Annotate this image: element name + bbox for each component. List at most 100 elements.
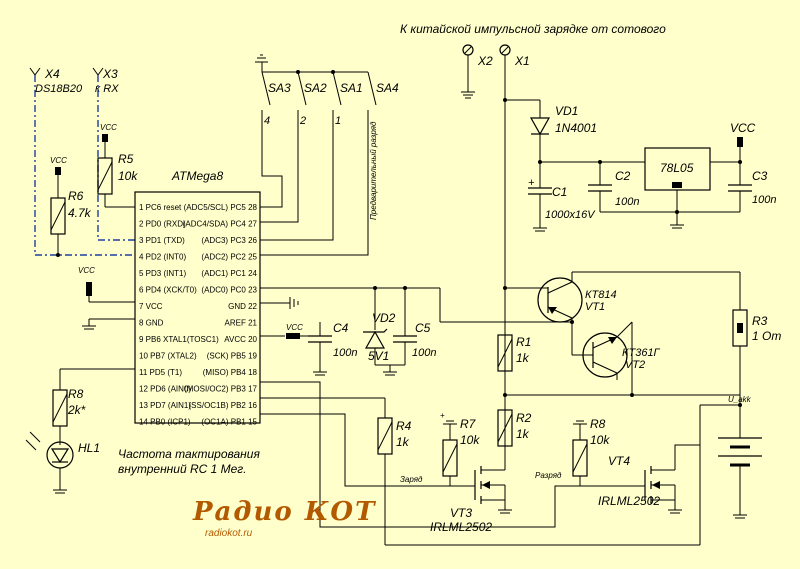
r4-value: 1k xyxy=(396,435,410,449)
mcu-right-pin: (ADC0) PC0 23 xyxy=(201,286,257,295)
capacitor-c2: C2 100n xyxy=(588,169,639,208)
vt1-name: VT1 xyxy=(585,301,605,313)
connector-x3: X3 к RX xyxy=(92,67,119,95)
connector-x4: X4 DS18B20 xyxy=(29,67,83,95)
x4-sub: DS18B20 xyxy=(35,83,83,95)
vcc-top-label: VCC xyxy=(730,121,756,135)
preliminary-discharge: Предварительный разряд xyxy=(369,121,378,220)
mcu-right-pin: (ADC2) PC2 25 xyxy=(201,253,257,262)
mcu-name: ATMega8 xyxy=(171,169,223,183)
mcu-right-pin: AREF 21 xyxy=(225,319,258,328)
mcu-left-pin: 9 PB6 XTAL1(TOSC1) xyxy=(139,335,219,344)
r8a-value: 2k* xyxy=(67,403,86,417)
r2-value: 1k xyxy=(516,427,530,441)
logo-text: Радио КОТ xyxy=(192,497,376,527)
c5-label: C5 xyxy=(415,321,431,335)
diode-vd1: VD1 1N4001 xyxy=(529,104,597,136)
r7-label: R7 xyxy=(460,417,477,431)
c3-label: C3 xyxy=(752,169,768,183)
sa4-label: SA4 xyxy=(376,81,399,95)
x3-label: X3 xyxy=(102,67,118,81)
c2-label: C2 xyxy=(615,169,631,183)
resistor-r4: R4 1k xyxy=(377,417,412,455)
mosfet-vt3: VT3 IRLML2502 xyxy=(430,466,505,534)
charge-label: Заряд xyxy=(400,475,423,484)
mcu-right-pin: (SS/OC1B) PB2 16 xyxy=(189,401,258,410)
sw-wire-2: 2 xyxy=(299,115,306,127)
led-hl1: HL1 xyxy=(25,431,100,469)
vd1-label: VD1 xyxy=(555,104,578,118)
switch-sa2[interactable]: SA2 xyxy=(297,71,327,106)
mcu-right-pin: (ADC1) PC1 24 xyxy=(201,269,257,278)
vt3-label: VT3 xyxy=(450,506,472,520)
vt2-name: VT2 xyxy=(625,359,645,371)
r7-gnd-anchor: + xyxy=(440,411,445,420)
resistor-r6: R6 4.7k xyxy=(50,189,92,235)
r6-vcc: VCC xyxy=(50,156,67,165)
mcu-right-pin: (ADC3) PC3 26 xyxy=(201,236,257,245)
mcu-left-pin: 13 PD7 (AIN1) xyxy=(139,401,191,410)
hl1-label: HL1 xyxy=(78,441,100,455)
vt4-label: VT4 xyxy=(608,454,630,468)
r8b-value: 10k xyxy=(590,433,610,447)
c2-value: 100n xyxy=(615,196,639,208)
r4-label: R4 xyxy=(396,419,412,433)
sa1-label: SA1 xyxy=(340,81,363,95)
r2-label: R2 xyxy=(516,411,532,425)
mcu-right-pin: (ADC4/SDA) PC4 27 xyxy=(183,220,258,229)
vt2-label: КТ361Г xyxy=(622,347,661,359)
clock-note-1: Частота тактирования xyxy=(118,447,260,461)
r6-value: 4.7k xyxy=(68,206,92,220)
connector-x2: X2 xyxy=(461,44,493,99)
mcu-left-pin: 11 PD5 (T1) xyxy=(139,368,182,377)
dashed-wire-x3 xyxy=(97,75,135,241)
sa3-label: SA3 xyxy=(268,81,291,95)
c1-plus: + xyxy=(528,177,535,189)
capacitor-c3: C3 100n xyxy=(728,169,776,206)
r3-label: R3 xyxy=(752,314,768,328)
reg-label: 78L05 xyxy=(660,161,694,175)
pin7-vcc: VCC xyxy=(78,266,95,275)
mosfet-vt4: VT4 IRLML2502 xyxy=(580,454,675,508)
x2-label: X2 xyxy=(477,54,493,68)
mcu-right-pin: (MISO) PB4 18 xyxy=(203,368,258,377)
zener-vd2: VD2 5V1 xyxy=(363,311,396,363)
resistor-r1: R1 1k xyxy=(497,334,531,372)
vt3-value: IRLML2502 xyxy=(430,520,492,534)
transistor-vt1: КТ814 VT1 xyxy=(505,271,740,323)
resistor-r7: R7 10k xyxy=(442,417,480,477)
mcu-left-pin: 10 PB7 (XTAL2) xyxy=(139,352,197,361)
c3-value: 100n xyxy=(752,194,776,206)
r6-label: R6 xyxy=(68,189,84,203)
switch-sa1[interactable]: SA1 xyxy=(332,71,363,106)
avcc-vcc: VCC xyxy=(286,323,303,332)
vt1-label: КТ814 xyxy=(585,289,617,301)
mcu-left-pin: 3 PD1 (TXD) xyxy=(139,236,185,245)
clock-note-2: внутренний RC 1 Мег. xyxy=(118,462,247,476)
battery xyxy=(718,437,762,467)
mcu-right-pin: (SCK) PB5 19 xyxy=(207,352,258,361)
r3-value: 1 Om xyxy=(752,329,781,343)
resistor-r8-discharge: R8 10k xyxy=(572,417,610,477)
c4-label: C4 xyxy=(333,321,349,335)
regulator-78l05: 78L05 xyxy=(644,147,711,191)
c4-value: 100n xyxy=(333,347,357,359)
resistor-r3: R3 1 Om xyxy=(732,309,781,347)
uakk-label: U_akk xyxy=(728,395,752,404)
capacitor-c5: C5 100n xyxy=(393,321,436,359)
r8b-label: R8 xyxy=(590,417,606,431)
switch-sa3[interactable]: SA3 xyxy=(261,71,291,106)
switch-sa4[interactable]: SA4 xyxy=(367,71,399,106)
r7-value: 10k xyxy=(460,433,480,447)
sw-wire-4: 4 xyxy=(264,115,270,127)
discharge-label: Разряд xyxy=(535,471,562,480)
r5-label: R5 xyxy=(118,152,134,166)
connector-x1: X1 xyxy=(499,44,530,68)
capacitor-c1: + C1 1000x16V xyxy=(528,177,596,221)
resistor-r8-led: R8 2k* xyxy=(52,387,86,427)
resistor-r2: R2 1k xyxy=(497,409,532,447)
resistor-r5: R5 10k xyxy=(97,152,138,195)
mcu-right-pin: AVCC 20 xyxy=(224,335,257,344)
